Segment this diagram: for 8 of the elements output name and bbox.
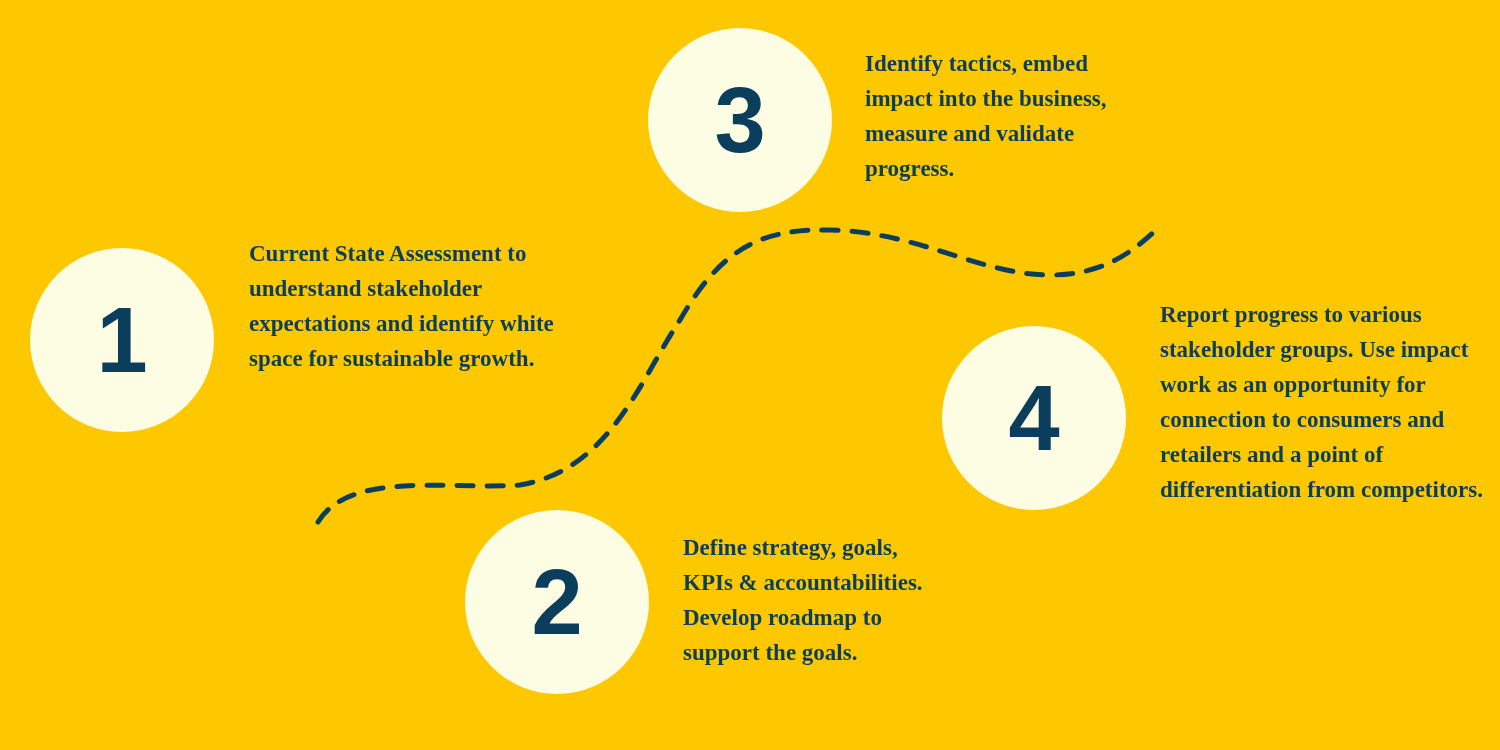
step-number: 1 [96,294,148,386]
step-description: Current State Assessment to understand stakeholder expectations and identify white space for sustainable growth. [249,240,555,373]
step-description: Define strategy, goals, KPIs & accountabilities. Develop roadmap to support the goals. [683,534,924,667]
step-description: Report progress to various stakeholder groups. Use impact work as an opportunity for connection to consumers and retailers and a point of differentiation from competitors. [1160,301,1484,504]
step-number: 2 [531,556,583,648]
step-description: Identify tactics, embed impact into the business, measure and validate progress. [865,50,1108,183]
step-number: 3 [714,74,766,166]
step-number: 4 [1008,372,1060,464]
